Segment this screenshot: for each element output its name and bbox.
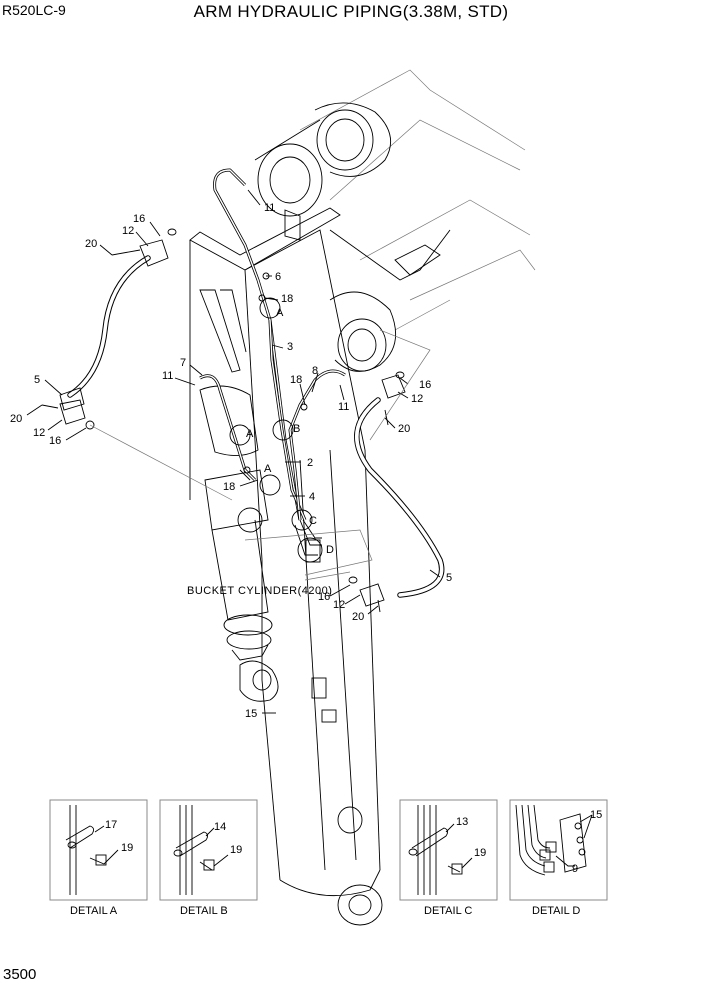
- callout-20: 20: [10, 413, 22, 425]
- callout-5: 5: [446, 572, 452, 584]
- callout-16: 16: [49, 435, 61, 447]
- callout-11: 11: [338, 401, 349, 413]
- bucket-cylinder-label: BUCKET CYLINDER(4200): [187, 585, 332, 597]
- callout-16: 16: [133, 213, 145, 225]
- detail-d-caption: DETAIL D: [532, 905, 580, 917]
- detail-a-part-1: 17: [105, 819, 117, 831]
- arm-body: [189, 207, 383, 926]
- callout-8: 8: [312, 365, 318, 377]
- callout-20: 20: [398, 423, 410, 435]
- callout-detail-b: B: [293, 423, 300, 435]
- callout-18: 18: [281, 293, 293, 305]
- leader-lines: [26, 189, 441, 714]
- detail-c-caption: DETAIL C: [424, 905, 472, 917]
- detail-d-part-2: 9: [572, 863, 578, 875]
- detail-b-part-2: 19: [230, 844, 242, 856]
- detail-a-caption: DETAIL A: [70, 905, 118, 917]
- diagram-title: ARM HYDRAULIC PIPING(3.38M, STD): [193, 2, 509, 21]
- callout-20: 20: [85, 238, 97, 250]
- detail-a-part-2: 19: [121, 842, 133, 854]
- callout-12: 12: [33, 427, 45, 439]
- callout-18: 18: [223, 481, 235, 493]
- page-number: 3500: [3, 966, 37, 983]
- callout-12: 12: [333, 599, 345, 611]
- callout-4: 4: [309, 491, 315, 503]
- callout-16: 16: [318, 591, 330, 603]
- callout-7: 7: [180, 357, 186, 369]
- detail-c-box: 13 19 DETAIL C: [399, 799, 498, 917]
- callout-detail-a: A: [246, 428, 254, 440]
- callout-15: 15: [245, 708, 257, 720]
- detail-b-caption: DETAIL B: [180, 905, 228, 917]
- callout-12: 12: [411, 393, 423, 405]
- left-hose: [41, 228, 177, 430]
- callout-labels: 16 12 20 5 20 12 16 11 6 18 A 3 7 11 A 1…: [10, 202, 452, 720]
- callout-6: 6: [275, 271, 281, 283]
- right-hose: [348, 371, 445, 613]
- callout-18: 18: [290, 374, 302, 386]
- model-number: R520LC-9: [2, 2, 66, 18]
- detail-markers: [229, 297, 323, 563]
- detail-b-part-1: 14: [214, 821, 226, 833]
- callout-11: 11: [264, 202, 275, 214]
- detail-c-part-2: 19: [474, 847, 486, 859]
- detail-b-box: 14 19 DETAIL B: [159, 799, 258, 917]
- callout-detail-a: A: [264, 463, 272, 475]
- callout-12: 12: [122, 225, 134, 237]
- boom-outline: [254, 69, 536, 372]
- callout-20: 20: [352, 611, 364, 623]
- callout-detail-c: C: [309, 515, 317, 527]
- callout-detail-a: A: [276, 307, 284, 319]
- detail-d-box: 15 9 DETAIL D: [509, 799, 608, 917]
- callout-2: 2: [307, 457, 313, 469]
- callout-detail-d: D: [326, 544, 334, 556]
- callout-11: 11: [162, 370, 173, 382]
- callout-5: 5: [34, 374, 40, 386]
- detail-a-box: 17 19 DETAIL A: [49, 799, 148, 917]
- detail-c-part-1: 13: [456, 816, 468, 828]
- arm-pipes: [199, 168, 346, 563]
- detail-d-part-1: 15: [590, 809, 602, 821]
- bucket-cylinder: [199, 385, 279, 702]
- callout-3: 3: [287, 341, 293, 353]
- callout-16: 16: [419, 379, 431, 391]
